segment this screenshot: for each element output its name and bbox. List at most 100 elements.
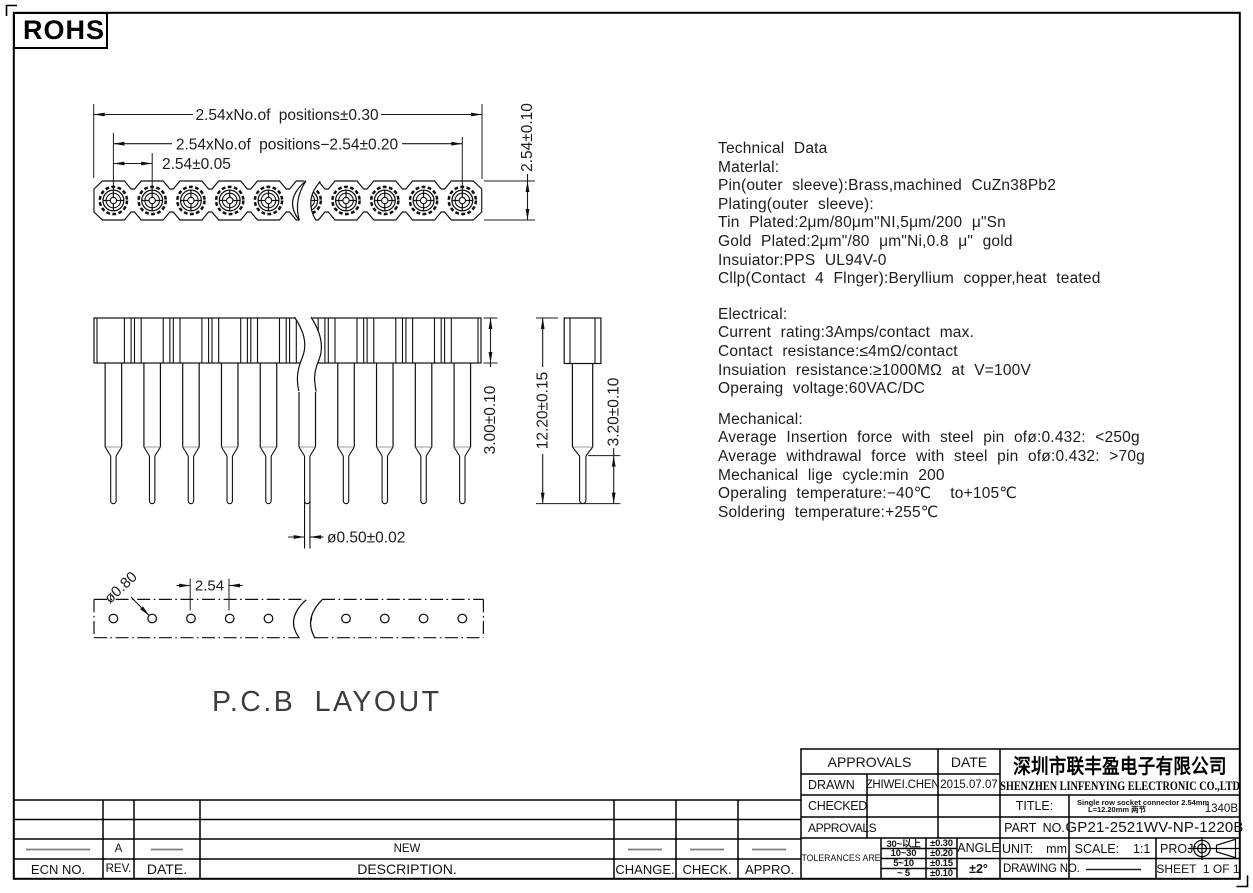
spacer — [718, 399, 1145, 411]
top-view-shape — [176, 185, 206, 216]
title-line1: Single row socket connector 2.54mm — [1077, 797, 1210, 807]
single-pin-view-shape — [563, 317, 602, 365]
dim-tail-length-text: 3.20±0.10 — [606, 377, 623, 446]
dimension-lines-shape — [611, 455, 616, 467]
tech-line: Insuiation resistance:≥1000MΩ at V=100V — [718, 361, 1032, 379]
top-view-shape — [109, 196, 118, 205]
top-view-shape-shape — [311, 185, 323, 216]
dimension-lines-shape — [310, 535, 322, 539]
single-pin-view-shape — [579, 500, 587, 505]
approvals-header: APPROVALS — [827, 753, 912, 770]
trim-mark-top-left — [5, 4, 17, 16]
pcb-layout-view-shape — [147, 613, 158, 624]
tech-line: Average Insertion force with steel pin o… — [718, 429, 1140, 447]
top-view-shape — [214, 185, 245, 216]
side-view-shape — [259, 446, 267, 457]
title-block-lines — [800, 748, 1240, 879]
revision-header-check: CHECK. — [682, 861, 732, 877]
single-pin-view-shape — [585, 446, 594, 457]
tech-mechanical-group: Mechanical: Average Insertion force with… — [718, 411, 1145, 523]
tech-line: Tin Plated:2μm/80μm"NI,5μm/200 μ"Sn — [718, 214, 1007, 232]
tech-electrical-group: Electrical: Current rating:3Amps/contact… — [718, 306, 1145, 399]
pcb-layout-view-shape — [108, 613, 119, 624]
title-line2: L=12.20mm 两节 — [1088, 805, 1147, 814]
top-view-shape — [311, 185, 323, 216]
tech-line: Plating(outer sleeve): — [718, 195, 874, 213]
dim-total-length-text: 12.20±0.15 — [535, 372, 552, 449]
drawn-label: DRAWN — [808, 777, 855, 792]
side-view-shape — [293, 316, 322, 392]
dim-text-mask — [193, 106, 381, 122]
company-name-en: SHENZHEN LINFENYING ELECTRONIC CO.,LTD — [1000, 779, 1240, 793]
top-view-shape — [369, 185, 400, 216]
revision-header-change: CHANGE. — [615, 861, 675, 877]
side-view-shape — [187, 500, 195, 505]
pcb-layout-view-shape — [379, 613, 390, 624]
top-view-shape — [93, 180, 483, 221]
top-view-shape — [296, 180, 307, 221]
tech-line: Operaing voltage:60VAC/DC — [718, 380, 926, 398]
dimension-lines-shape — [525, 181, 530, 192]
top-view-shape — [225, 196, 234, 205]
angle-value: ±2° — [969, 861, 988, 876]
side-view-shape — [270, 446, 278, 457]
dimension-lines-shape — [93, 112, 105, 117]
side-view-shape — [143, 446, 150, 457]
side-view-shape — [154, 446, 161, 457]
pcb-layout-view-shape — [341, 613, 351, 624]
tech-line: Contact resistance:≤4mΩ/contact — [718, 342, 958, 360]
tolerance-value-2: ±0.15 — [930, 858, 953, 869]
revision-header-description: DESCRIPTION. — [357, 861, 457, 877]
dim-pin-dia-text: ø0.50±0.02 — [327, 530, 405, 547]
dimension-lines-shape — [488, 318, 493, 329]
top-view-shape — [331, 185, 361, 216]
dim-overall-text: 2.54xNo.of positions±0.30 — [195, 107, 379, 124]
dimension-lines-shape — [611, 492, 616, 504]
dimension-lines-shape — [179, 583, 191, 588]
dim-row-height-text: 2.54±0.10 — [519, 103, 536, 172]
dimension-lines-shape — [229, 583, 240, 588]
unit-label: UNIT: mm — [1001, 841, 1068, 856]
drawing-no-label: DRAWING NO. — [1003, 863, 1080, 875]
tech-line: Technical Data — [718, 140, 828, 157]
title-label: TITLE: — [1015, 799, 1054, 813]
part-no-label: PART NO. — [1004, 820, 1065, 835]
dimension-lines-shape — [471, 112, 482, 117]
tolerance-value-3: ±0.10 — [930, 868, 953, 880]
side-view-shape — [93, 317, 482, 364]
single-pin-view — [563, 317, 602, 505]
tech-line: Insuiator:PPS UL94V-0 — [718, 251, 887, 269]
revision-header-ecn: ECN NO. — [30, 861, 86, 877]
tech-line: Soldering temperature:+255℃ — [718, 503, 939, 521]
tech-line: Electrical: — [718, 305, 788, 323]
angle-label: ANGLE — [957, 841, 1000, 856]
pcb-layout-view-shape — [457, 613, 468, 624]
side-view-shape — [381, 500, 389, 505]
dim-body-height-text: 3.00±0.10 — [482, 385, 499, 454]
spacer — [718, 289, 1145, 306]
dimension-lines-shape — [488, 352, 493, 363]
tech-material-group: Technical Data Materlal: Pin(outer sleev… — [718, 140, 1145, 289]
side-view-shape — [387, 446, 394, 457]
rohs-stamp: ROHS — [13, 12, 108, 49]
revision-header-appro: APPRO. — [744, 861, 795, 877]
trim-mark-bottom-right — [1236, 875, 1249, 888]
side-view-shape — [464, 446, 472, 457]
side-view-shape — [337, 446, 344, 457]
technical-data-block: Technical Data Materlal: Pin(outer sleev… — [718, 140, 1145, 522]
proj-label: PROJ: — [1160, 841, 1197, 856]
top-view-shape — [310, 180, 321, 221]
tolerance-range-3: ~ 5 — [897, 868, 910, 880]
side-view-shape — [414, 446, 422, 457]
side-view-shape — [115, 446, 123, 457]
approvals-row-label: APPROVALS — [808, 820, 877, 835]
projection-symbol-icon — [1188, 837, 1240, 860]
side-view-shape — [148, 500, 156, 505]
single-pin-view-shape — [571, 446, 581, 457]
revision-description-value: NEW — [393, 843, 421, 855]
dim-pcb-pitch-text: 2.54 — [195, 578, 224, 595]
side-view-shape — [294, 315, 322, 392]
side-view-shape — [104, 446, 112, 457]
